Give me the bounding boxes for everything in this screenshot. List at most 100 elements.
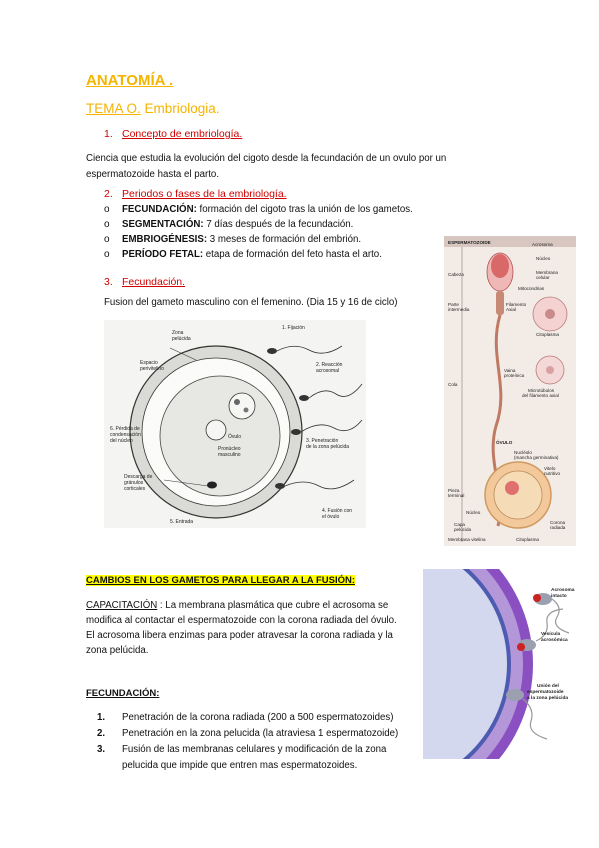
bullet-circle-icon: o (104, 219, 110, 230)
acrosome-shape (491, 254, 509, 278)
list-item: 2. Penetración en la zona pelucida (la at… (97, 726, 399, 742)
ovum-nucleus (228, 392, 256, 420)
axial-core (545, 309, 555, 319)
label-pieza-terminal: terminal (448, 493, 464, 498)
tema-name: Embriologia. (140, 101, 220, 116)
label-descarga: gránulos (124, 480, 144, 486)
label-zona: pelúcida (172, 336, 191, 342)
acrosome-cap (533, 594, 541, 602)
list-number: 3. (97, 744, 106, 755)
label-citoplasma-ovulo: Citoplasma (516, 537, 539, 542)
label-acrosoma-intacto: intacto (551, 593, 567, 599)
ovum-surface (423, 569, 507, 759)
label-fusion: 4. Fusión con (322, 508, 352, 514)
phase-term: PERÍODO FETAL: (122, 249, 204, 260)
label-acrosoma-intacto: Acrosoma (551, 587, 575, 593)
phase-desc: formación del cigoto tras la unión de lo… (196, 204, 413, 215)
acrosome-cap (517, 643, 525, 651)
label-nucleolo: Nucléolo (514, 450, 532, 455)
page-title: ANATOMÍA . (86, 72, 174, 89)
label-pronucleo: masculino (218, 452, 241, 458)
list-number: 2. (97, 728, 106, 739)
list-item: 1.Penetración de la corona radiada (200 … (97, 710, 393, 726)
label-descarga: Descarga de (124, 474, 153, 480)
label-entrada: 5. Entrada (170, 519, 193, 525)
gametes-anatomy-diagram: ESPERMATOZOIDE Acrosoma Núcleo Membrana … (444, 236, 576, 546)
bullet-circle-icon: o (104, 249, 110, 260)
label-microtubulos: del filamento axial (522, 393, 559, 398)
label-microtubulos: Microtúbulos (528, 388, 555, 393)
phase-desc: 7 días después de la fecundación. (203, 219, 354, 230)
label-parte-intermedia: Parte (448, 302, 459, 307)
label-descarga: corticales (124, 486, 146, 492)
capacitacion-line-1: CAPACITACIÓN : La membrana plasmática qu… (86, 597, 388, 614)
label-penetracion: de la zona pelúcida (306, 444, 349, 450)
label-corona: radiada (550, 525, 566, 530)
phase-item: o SEGMENTACIÓN: 7 días después de la fecu… (104, 219, 354, 230)
section2-heading: Periodos o fases de la embriología. (122, 188, 287, 200)
label-vesicula: Vesícula (541, 631, 561, 637)
acrosome-reaction-diagram: Acrosoma intacto Vesícula acrosómica Uni… (423, 569, 577, 759)
label-capa: pelúcida (454, 527, 472, 532)
label-vesicula: acrosómica (541, 637, 568, 643)
label-ovulo: ÓVULO (496, 438, 513, 445)
label-perdida: condensación (110, 432, 141, 438)
label-vaina: Vaina (504, 368, 516, 373)
phase-term: EMBRIOGÉNESIS: (122, 234, 208, 245)
microtubule-core (546, 366, 554, 374)
ovum-nucleus-shape (505, 481, 519, 495)
tema-prefix: TEMA O. (86, 101, 141, 116)
label-espacio: perivitelino (140, 366, 164, 372)
label-cabeza: Cabeza (448, 272, 464, 277)
label-perdida: 6. Pérdida de (110, 426, 140, 432)
label-penetracion: 3. Penetración (306, 438, 338, 444)
capacitacion-line-2: modifica al contactar el espermatozoide … (86, 615, 397, 626)
label-filamento: Axial (506, 307, 516, 312)
phase-term: SEGMENTACIÓN: (122, 219, 204, 230)
cambios-heading: CAMBIOS EN LOS GAMETOS PARA LLEGAR A LA … (86, 575, 355, 586)
leader-line (169, 347, 197, 361)
label-vaina: proteínica (504, 373, 525, 378)
label-nucleo-ovulo: Núcleo (466, 510, 481, 515)
bullet-circle-icon: o (104, 234, 110, 245)
label-ovulo: Óvulo (228, 433, 241, 440)
label-fusion: el óvulo (322, 514, 339, 520)
label-mitocondrias: Mitocondrias (518, 286, 545, 291)
label-cola: Cola (448, 382, 458, 387)
sperm-tail (276, 345, 343, 354)
label-fijacion: 1. Fijación (282, 325, 305, 331)
list-item: pelucida que impide que entren mas esper… (122, 758, 357, 774)
list-item: 3.Fusión de las membranas celulares y mo… (97, 742, 386, 758)
capacitacion-line-3: El acrosoma libera enzimas para poder at… (86, 630, 393, 641)
label-nucleo: Núcleo (536, 256, 551, 261)
sperm-head (299, 395, 309, 401)
sperm-head (275, 483, 285, 489)
sperm-tail (284, 479, 355, 490)
sperm-tail (535, 608, 564, 642)
fecundacion-heading: FECUNDACIÓN: (86, 688, 160, 699)
label-pieza-terminal: Pieza (448, 488, 460, 493)
ovum-body (493, 470, 543, 520)
definition-line-1: Ciencia que estudia la evolución del cig… (86, 153, 447, 164)
capacitacion-text: : La membrana plasmática que cubre el ac… (157, 600, 389, 611)
label-nucleolo: (mancha germinativa) (514, 455, 559, 460)
sperm-tail (300, 419, 363, 433)
label-perdida: del núcleo (110, 438, 133, 444)
label-pronucleo: Pronúcleo (218, 446, 241, 452)
capacitacion-term: CAPACITACIÓN (86, 600, 158, 611)
phase-term: FECUNDACIÓN: (122, 204, 197, 215)
list-number: 1. (97, 712, 106, 723)
label-vitelo: Vitelo (544, 466, 556, 471)
label-union: Unión del (537, 683, 559, 689)
sperm-tail (551, 598, 570, 634)
sperm-head (267, 348, 277, 354)
phase-item: o EMBRIOGÉNESIS: 3 meses de formación del… (104, 234, 362, 245)
definition-line-2: espermatozoide hasta el parto. (86, 169, 220, 180)
section2-number: 2. (104, 188, 113, 200)
label-reaccion: acrosomal (316, 368, 339, 374)
phase-desc: 3 meses de formación del embrión. (207, 234, 362, 245)
section3-number: 3. (104, 276, 113, 288)
list-text: Penetración en la zona pelucida (la atra… (122, 728, 399, 739)
